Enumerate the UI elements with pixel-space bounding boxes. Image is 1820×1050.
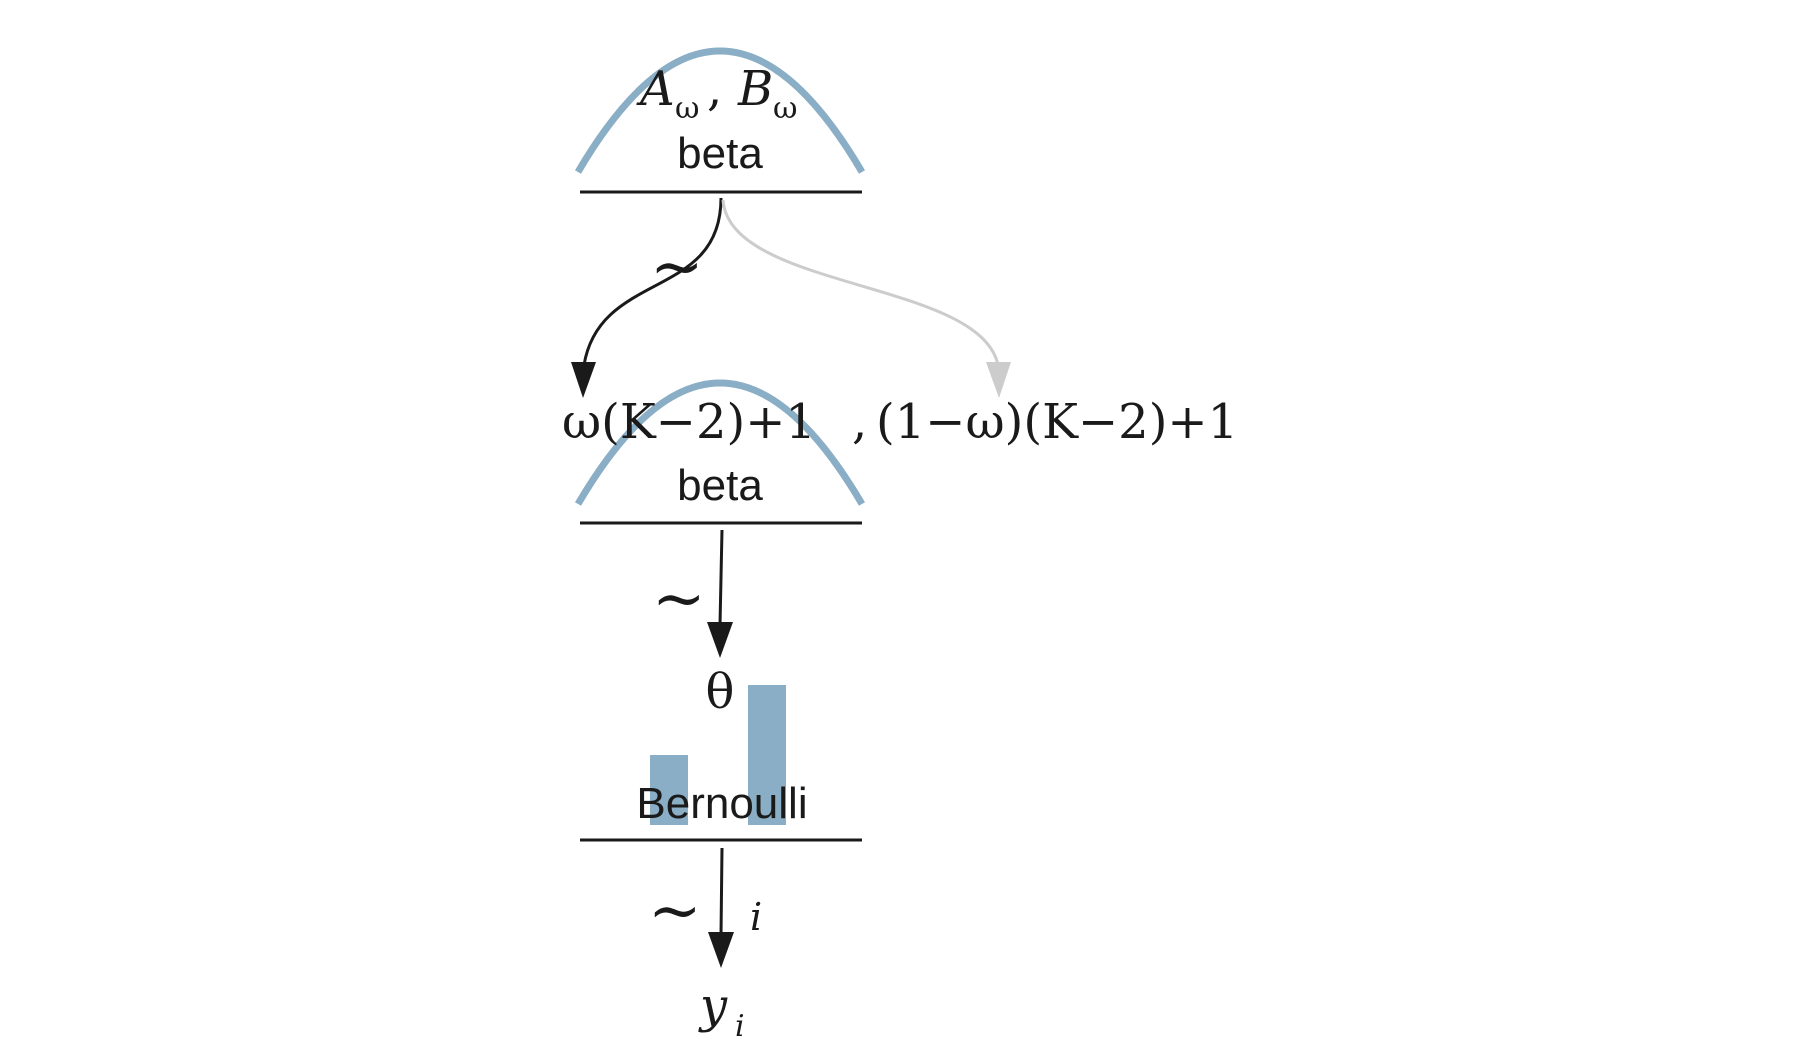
arrow-middle-to-theta [718,529,724,626]
bernoulli-bar-0 [650,755,688,825]
arrow-top-to-right-param [721,199,1000,366]
top-param-b-subscript: ω [773,91,797,126]
top-param-separator: , [707,61,722,117]
arrow-head-y [708,932,734,968]
top-beta-curve [574,47,866,174]
tilde-middle: ~ [652,562,706,636]
middle-params-separator: , [852,394,867,450]
bernoulli-bar-1 [748,685,786,825]
middle-node-arrow: ~ [652,529,733,658]
observed-y-subscript: i [735,1009,745,1044]
tilde-bottom: ~ [648,874,702,948]
middle-params-right: (1−ω)(K−2)+1 [876,394,1238,450]
index-label: i [750,895,762,939]
middle-beta-node: ω(K−2)+1 , (1−ω)(K−2)+1 beta [562,379,1238,525]
tilde-top: ~ [650,230,704,304]
arrow-head-right-param [986,362,1011,398]
top-param-b: B [737,61,773,117]
bottom-node-arrow: ~ i [648,847,762,968]
observed-y: y [698,978,728,1034]
middle-params-left: ω(K−2)+1 [562,394,816,450]
top-param-a-subscript: ω [675,91,699,126]
arrow-head-left-param [571,362,596,398]
top-param-a: A [636,61,675,117]
theta-param: θ [706,664,735,720]
middle-beta-curve [574,379,866,506]
middle-distribution-label: beta [677,461,763,510]
arrow-head-theta [707,622,733,658]
arrow-top-to-left-param [582,197,723,366]
bernoulli-node: θ Bernoulli [580,664,862,842]
top-beta-node: A ω , B ω beta [574,47,866,194]
bernoulli-distribution-label: Bernoulli [636,779,807,828]
top-distribution-label: beta [677,129,763,178]
arrow-bernoulli-to-y [719,847,724,936]
top-node-arrows: ~ [571,197,1011,398]
observed-variable: y i [698,978,745,1044]
